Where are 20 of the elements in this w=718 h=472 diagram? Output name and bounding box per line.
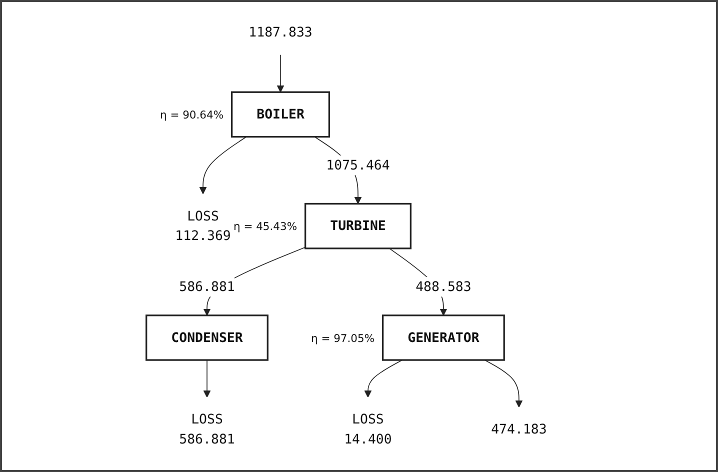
flow-value-text: LOSS 112.369 (175, 208, 231, 244)
flow-value-text: 474.183 (491, 421, 547, 437)
edge-label: 488.583 (416, 278, 472, 294)
arrow (203, 360, 211, 398)
efficiency-label: η = 90.64% (160, 108, 224, 122)
edge-label: 1075.464 (326, 157, 390, 173)
process-box: GENERATOR (382, 314, 505, 361)
flow-value-text: LOSS 586.881 (179, 411, 235, 447)
flow-value-text: 1187.833 (248, 24, 312, 40)
flow-value-text: LOSS 14.400 (344, 411, 392, 447)
arrow (364, 360, 403, 398)
process-box: TURBINE (304, 202, 412, 250)
arrow (199, 136, 247, 194)
process-box: CONDENSER (146, 314, 268, 361)
arrow (276, 54, 284, 92)
edge-label: 586.881 (179, 278, 235, 294)
efficiency-label: η = 97.05% (310, 332, 375, 345)
efficiency-label: η = 45.43% (233, 220, 298, 234)
process-box: BOILER (230, 91, 330, 138)
arrow (484, 360, 523, 408)
